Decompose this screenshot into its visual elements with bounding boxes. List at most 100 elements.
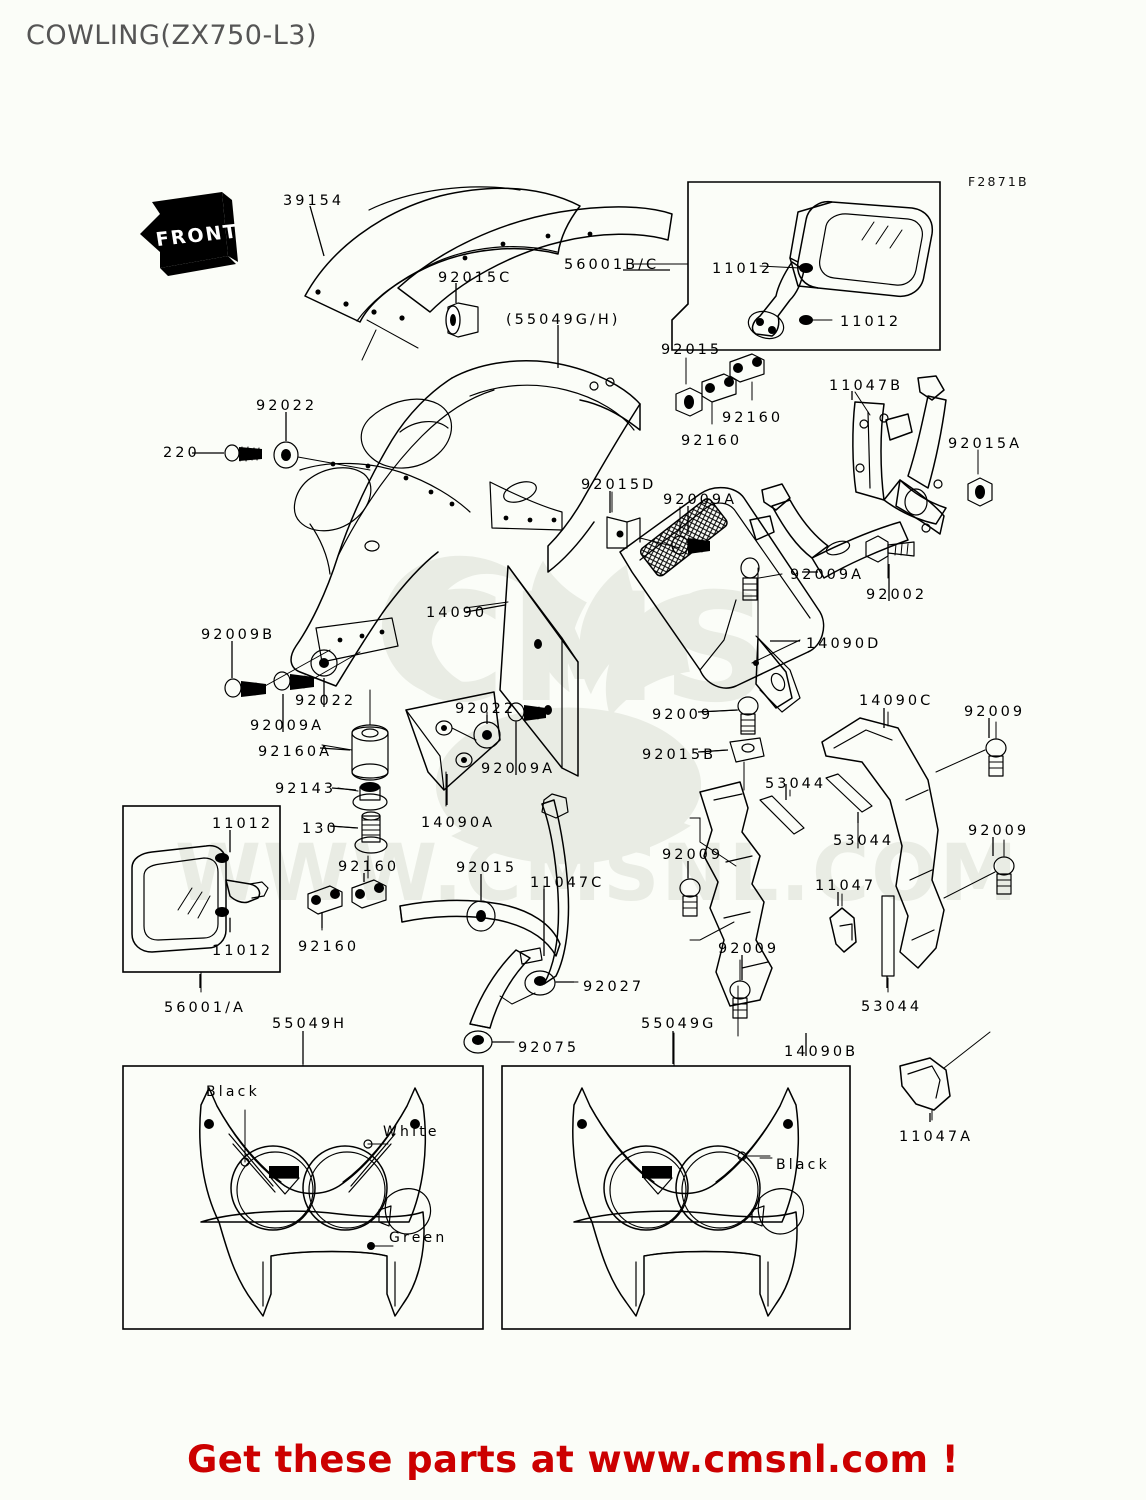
part-92160-top-b <box>729 353 765 401</box>
part-label-11047: 11047 <box>815 878 877 894</box>
part-92160-bottom-a <box>351 855 387 909</box>
part-label-92009_e: 92009 <box>718 941 780 957</box>
part-label-11047C: 11047C <box>530 875 605 891</box>
cowling-box-left <box>122 1032 484 1330</box>
color-callout-white: White <box>383 1124 440 1140</box>
part-label-92160_b2: 92160 <box>298 939 360 955</box>
part-label-92015B: 92015B <box>642 747 717 763</box>
part-label-92022_a: 92022 <box>256 398 318 414</box>
part-14090-cover <box>464 565 579 777</box>
part-label-11047B: 11047B <box>829 378 904 394</box>
part-92160-bottom-b <box>307 885 343 931</box>
part-label-53044_b: 53044 <box>833 833 895 849</box>
part-label-92160_t1: 92160 <box>722 410 784 426</box>
part-39154-windshield <box>304 186 581 361</box>
part-label-55049H: 55049H <box>272 1016 348 1032</box>
part-label-92009A_c: 92009A <box>250 718 325 734</box>
part-92027-grommet <box>499 970 579 1005</box>
part-label-92160_b1: 92160 <box>338 859 400 875</box>
part-label-53044_a: 53044 <box>765 776 827 792</box>
color-callout-black: Black <box>206 1084 260 1100</box>
part-92002-bolt <box>865 535 915 579</box>
part-label-14090B: 14090B <box>784 1044 859 1060</box>
part-14090B-panel <box>689 781 773 1037</box>
part-92015A-nut <box>967 449 993 507</box>
part-label-92015_t: 92015 <box>661 342 723 358</box>
color-callout-black: Black <box>776 1157 830 1173</box>
part-label-92160_t2: 92160 <box>681 433 743 449</box>
part-11047-bracket <box>829 893 857 953</box>
part-53044-strip-c <box>881 895 895 993</box>
part-53044-strip-b <box>825 773 873 849</box>
part-label-56001_A: 56001/A <box>164 1000 246 1016</box>
part-92015B-clip <box>699 737 765 791</box>
part-14090D-duct <box>619 486 825 713</box>
part-39154-strip <box>397 206 673 313</box>
part-label-92015_b: 92015 <box>456 860 518 876</box>
part-label-11012_t1: 11012 <box>712 261 774 277</box>
part-label-92022_c: 92022 <box>455 701 517 717</box>
part-label-92015A: 92015A <box>948 436 1023 452</box>
part-92015C <box>445 302 479 338</box>
part-label-92009B: 92009B <box>201 627 276 643</box>
part-label-92015C: 92015C <box>438 270 513 286</box>
part-92022-washer-a <box>273 441 371 471</box>
part-label-56001B_C: 56001B/C <box>564 257 660 273</box>
part-label-92002: 92002 <box>866 587 928 603</box>
part-label-11012_t2: 11012 <box>840 314 902 330</box>
part-label-14090A: 14090A <box>421 815 496 831</box>
part-220-screw <box>224 444 262 462</box>
part-11047B-stay <box>749 375 947 579</box>
part-label-92009_b: 92009 <box>964 704 1026 720</box>
part-label-92009_c: 92009 <box>968 823 1030 839</box>
part-label-92009A_d: 92009A <box>481 761 556 777</box>
color-callout-green: Green <box>389 1230 448 1246</box>
leader-lines <box>192 205 994 1122</box>
part-55049-main-cowling <box>290 360 641 687</box>
part-92009B-screw <box>224 649 331 698</box>
part-11047A-bracket <box>899 1031 991 1121</box>
part-92022-washer-b <box>310 649 338 677</box>
part-92160-top-a <box>701 373 737 425</box>
front-direction-arrow: FRONT <box>140 192 240 276</box>
part-14090C-panel <box>821 711 996 969</box>
cowling-box-right <box>501 1032 851 1330</box>
part-label-92075: 92075 <box>518 1040 580 1056</box>
part-label-92009_d: 92009 <box>662 847 724 863</box>
page-title: COWLING(ZX750-L3) <box>26 20 317 51</box>
part-53044-strip-a <box>759 789 805 835</box>
cms-watermark: CMS WWW.CMSNL.COM <box>175 555 1017 919</box>
part-92160A-grommet <box>321 689 389 781</box>
part-92022-washer-c <box>451 711 501 749</box>
part-label-55049G: 55049G <box>641 1016 717 1032</box>
part-92009A-screw-b <box>740 557 783 601</box>
part-label-92009A_b: 92009A <box>790 567 865 583</box>
part-92143-nut <box>337 782 388 811</box>
part-label-220: 220 <box>163 445 200 461</box>
part-label-14090D: 14090D <box>806 636 882 652</box>
part-label-55049GH: (55049G/H) <box>506 312 621 328</box>
part-label-14090: 14090 <box>426 605 488 621</box>
mirror-box-top <box>631 181 941 351</box>
part-92015-top <box>675 357 703 417</box>
part-label-92009_a: 92009 <box>652 707 714 723</box>
part-label-39154: 39154 <box>283 193 345 209</box>
part-label-11012_b1: 11012 <box>212 816 274 832</box>
mirror-box-bottom <box>122 805 281 993</box>
part-92009-screw-b <box>985 721 1007 777</box>
part-label-130: 130 <box>302 821 339 837</box>
part-label-14090C: 14090C <box>859 693 934 709</box>
footer-cta: Get these parts at www.cmsnl.com ! <box>186 1438 960 1481</box>
part-label-11012_b2: 11012 <box>212 943 274 959</box>
part-92009-screw-e <box>729 959 751 1019</box>
part-label-53044_c: 53044 <box>861 999 923 1015</box>
part-label-92143: 92143 <box>275 781 337 797</box>
part-label-92009A_a: 92009A <box>663 492 738 508</box>
part-label-92027: 92027 <box>583 979 645 995</box>
part-label-11047A: 11047A <box>899 1129 974 1145</box>
part-92009-screw-c <box>993 839 1015 895</box>
svg-text:CMS: CMS <box>395 562 774 736</box>
diagram-code: F2871B <box>968 174 1029 189</box>
part-label-92015D: 92015D <box>581 477 657 493</box>
